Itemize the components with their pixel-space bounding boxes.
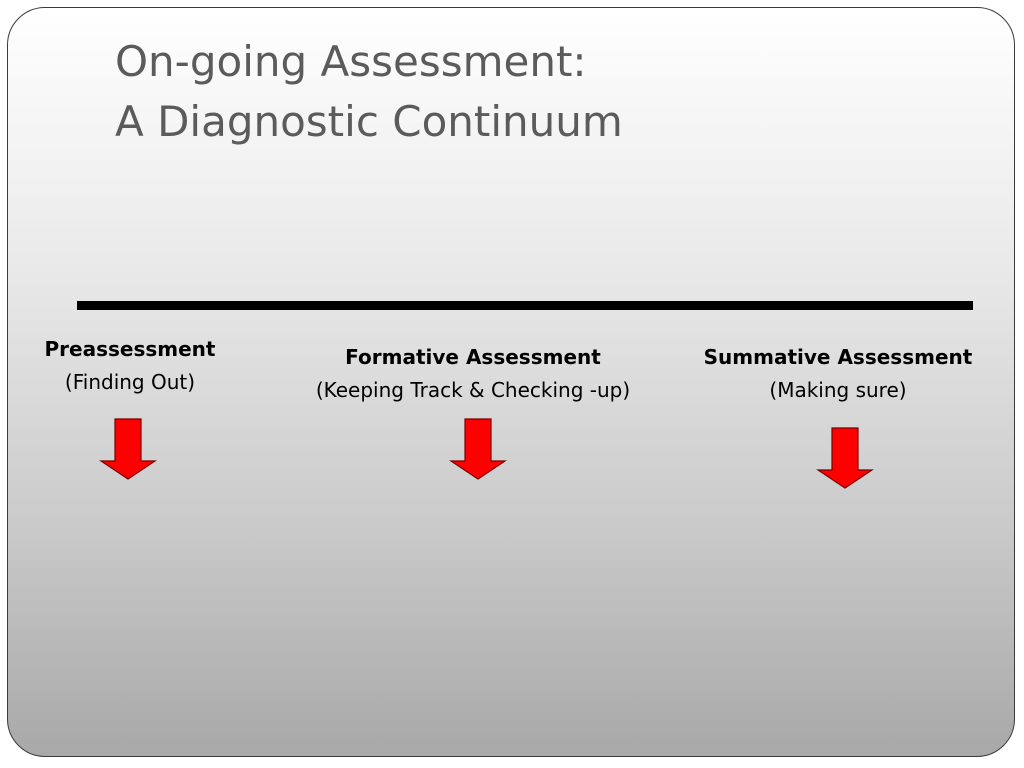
title-line-1: On-going Assessment:: [115, 37, 587, 86]
down-arrow-icon: [449, 418, 507, 480]
stage-preassessment: Preassessment (Finding Out): [30, 333, 230, 399]
stage-name: Preassessment: [44, 337, 216, 361]
stage-summative: Summative Assessment (Making sure): [678, 341, 998, 407]
title-line-2: A Diagnostic Continuum: [115, 97, 623, 146]
stage-name: Summative Assessment: [703, 345, 973, 369]
slide-title: On-going Assessment: A Diagnostic Contin…: [115, 32, 623, 152]
down-arrow-icon: [816, 427, 874, 489]
continuum-line: [77, 301, 973, 310]
stage-description: (Keeping Track & Checking -up): [315, 378, 631, 402]
down-arrow-icon: [99, 418, 157, 480]
stage-description: (Making sure): [769, 378, 907, 402]
stage-formative: Formative Assessment (Keeping Track & Ch…: [263, 341, 683, 407]
stage-name: Formative Assessment: [345, 345, 601, 369]
stage-description: (Finding Out): [64, 370, 196, 394]
slide: On-going Assessment: A Diagnostic Contin…: [7, 7, 1015, 757]
